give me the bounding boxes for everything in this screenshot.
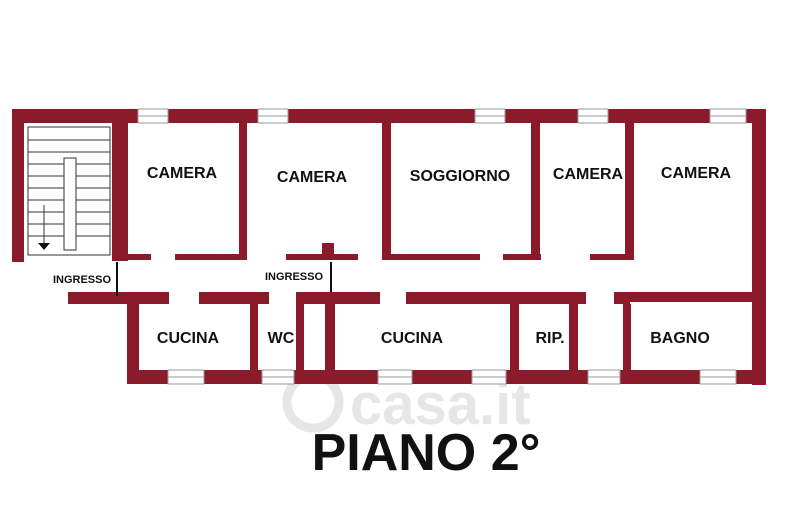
room-label-soggiorno: SOGGIORNO xyxy=(410,168,510,185)
room-label-rip: RIP. xyxy=(535,330,564,347)
room-label-camera-4: CAMERA xyxy=(661,165,732,182)
staircase xyxy=(27,126,111,256)
room-label-camera-1: CAMERA xyxy=(147,165,218,182)
room-label-bagno: BAGNO xyxy=(650,330,710,347)
entrance-marks xyxy=(116,262,332,296)
plan-title: PIANO 2° xyxy=(312,424,541,482)
room-label-camera-3: CAMERA xyxy=(553,166,624,183)
entrance-label-2: INGRESSO xyxy=(265,271,324,283)
entrance-label-1: INGRESSO xyxy=(53,274,112,286)
room-label-cucina-1: CUCINA xyxy=(157,330,220,347)
room-label-cucina-2: CUCINA xyxy=(381,330,444,347)
room-label-wc: WC xyxy=(268,330,295,347)
room-label-camera-2: CAMERA xyxy=(277,169,348,186)
stair-arrow-icon xyxy=(38,243,50,250)
window-lines xyxy=(138,115,746,378)
